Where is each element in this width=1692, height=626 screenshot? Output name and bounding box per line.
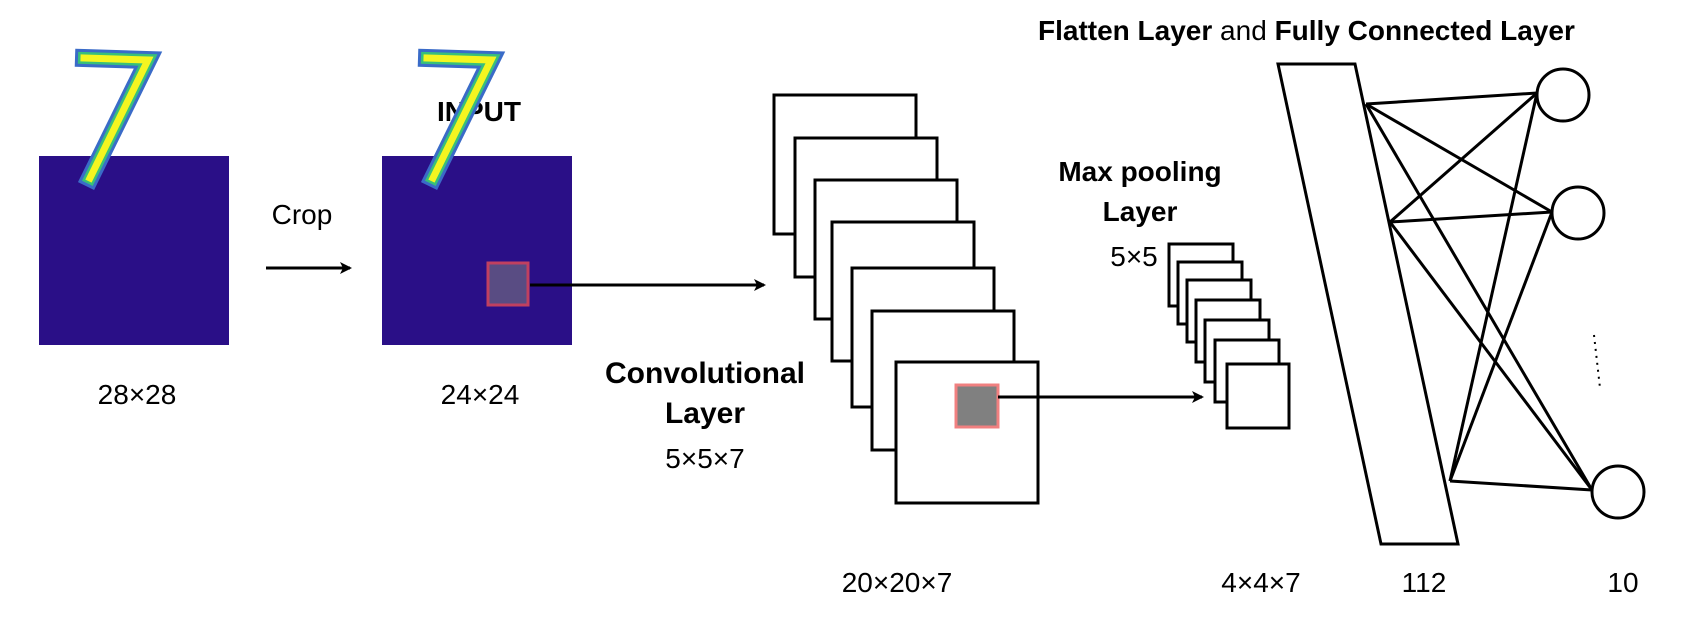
output-size-label: 10 [1607, 567, 1638, 598]
output-neuron-1 [1535, 67, 1591, 123]
pool-layer-name-line2: Layer [1103, 196, 1178, 227]
output-neuron-10 [1590, 464, 1646, 520]
pool-layer-name-line1: Max pooling [1058, 156, 1221, 187]
conv-kernel-size: 5×5×7 [665, 443, 744, 474]
original-digit-image [39, 48, 229, 345]
fully-connected-edges [1364, 91, 1594, 492]
pool-output-size: 4×4×7 [1221, 567, 1300, 598]
output-neuron-2 [1550, 185, 1606, 241]
conv-feature-map-stack [772, 93, 1040, 505]
pooling-window [954, 383, 1000, 429]
diagram-title: Flatten Layer and Fully Connected Layer [1038, 15, 1575, 46]
pool-feature-map-7 [1225, 362, 1291, 430]
conv-kernel-window [486, 261, 530, 307]
flatten-layer [1276, 62, 1460, 546]
pool-kernel-size: 5×5 [1110, 241, 1158, 272]
pool-feature-map-stack [1167, 242, 1291, 430]
conv-layer-name-line2: Layer [665, 397, 745, 430]
cropped-digit-image [382, 48, 572, 345]
conv-layer-name-line1: Convolutional [605, 357, 805, 390]
conv-output-size: 20×20×7 [842, 567, 953, 598]
ellipsis-dots [1593, 334, 1601, 389]
crop-label: Crop [272, 199, 333, 230]
cropped-size-label: 24×24 [441, 379, 520, 410]
flatten-size-label: 112 [1402, 567, 1447, 598]
conv-feature-map-7 [894, 360, 1040, 505]
original-size-label: 28×28 [98, 379, 177, 410]
